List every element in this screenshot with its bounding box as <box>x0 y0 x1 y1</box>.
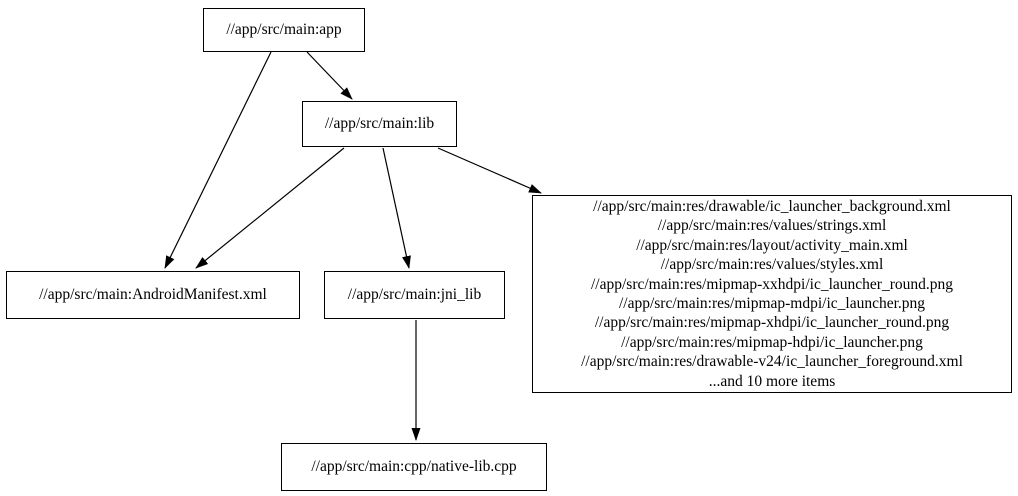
node-native-lib-cpp-label: //app/src/main:cpp/native-lib.cpp <box>311 458 517 475</box>
node-jni-lib-label: //app/src/main:jni_lib <box>347 286 482 303</box>
node-android-manifest: //app/src/main:AndroidManifest.xml <box>6 271 300 319</box>
node-native-lib-cpp: //app/src/main:cpp/native-lib.cpp <box>281 443 547 491</box>
resource-line: //app/src/main:res/mipmap-xhdpi/ic_launc… <box>594 314 950 332</box>
edge-lib-to-manifest <box>195 147 345 269</box>
node-app: //app/src/main:app <box>203 8 365 52</box>
resource-line: //app/src/main:res/mipmap-xxhdpi/ic_laun… <box>590 275 953 293</box>
edge-lib-to-resources <box>437 147 542 194</box>
resource-line-more: ...and 10 more items <box>708 372 836 390</box>
node-jni-lib: //app/src/main:jni_lib <box>324 271 505 319</box>
resource-line: //app/src/main:res/drawable/ic_launcher_… <box>593 197 951 215</box>
node-android-manifest-label: //app/src/main:AndroidManifest.xml <box>39 286 267 303</box>
resource-line: //app/src/main:res/values/strings.xml <box>657 217 887 235</box>
resource-line: //app/src/main:res/layout/activity_main.… <box>636 236 908 254</box>
node-app-label: //app/src/main:app <box>226 21 342 38</box>
resource-line: //app/src/main:res/values/styles.xml <box>660 256 884 274</box>
resource-line: //app/src/main:res/mipmap-mdpi/ic_launch… <box>618 295 926 312</box>
node-lib-label: //app/src/main:lib <box>324 115 435 132</box>
edge-app-to-manifest <box>164 51 272 269</box>
resource-line: //app/src/main:res/drawable-v24/ic_launc… <box>581 353 963 371</box>
node-lib: //app/src/main:lib <box>302 101 457 147</box>
edge-lib-to-jni-lib <box>382 147 411 269</box>
node-resources: //app/src/main:res/drawable/ic_launcher_… <box>532 195 1012 393</box>
edge-app-to-lib <box>306 51 353 100</box>
resource-line: //app/src/main:res/mipmap-hdpi/ic_launch… <box>621 333 923 351</box>
